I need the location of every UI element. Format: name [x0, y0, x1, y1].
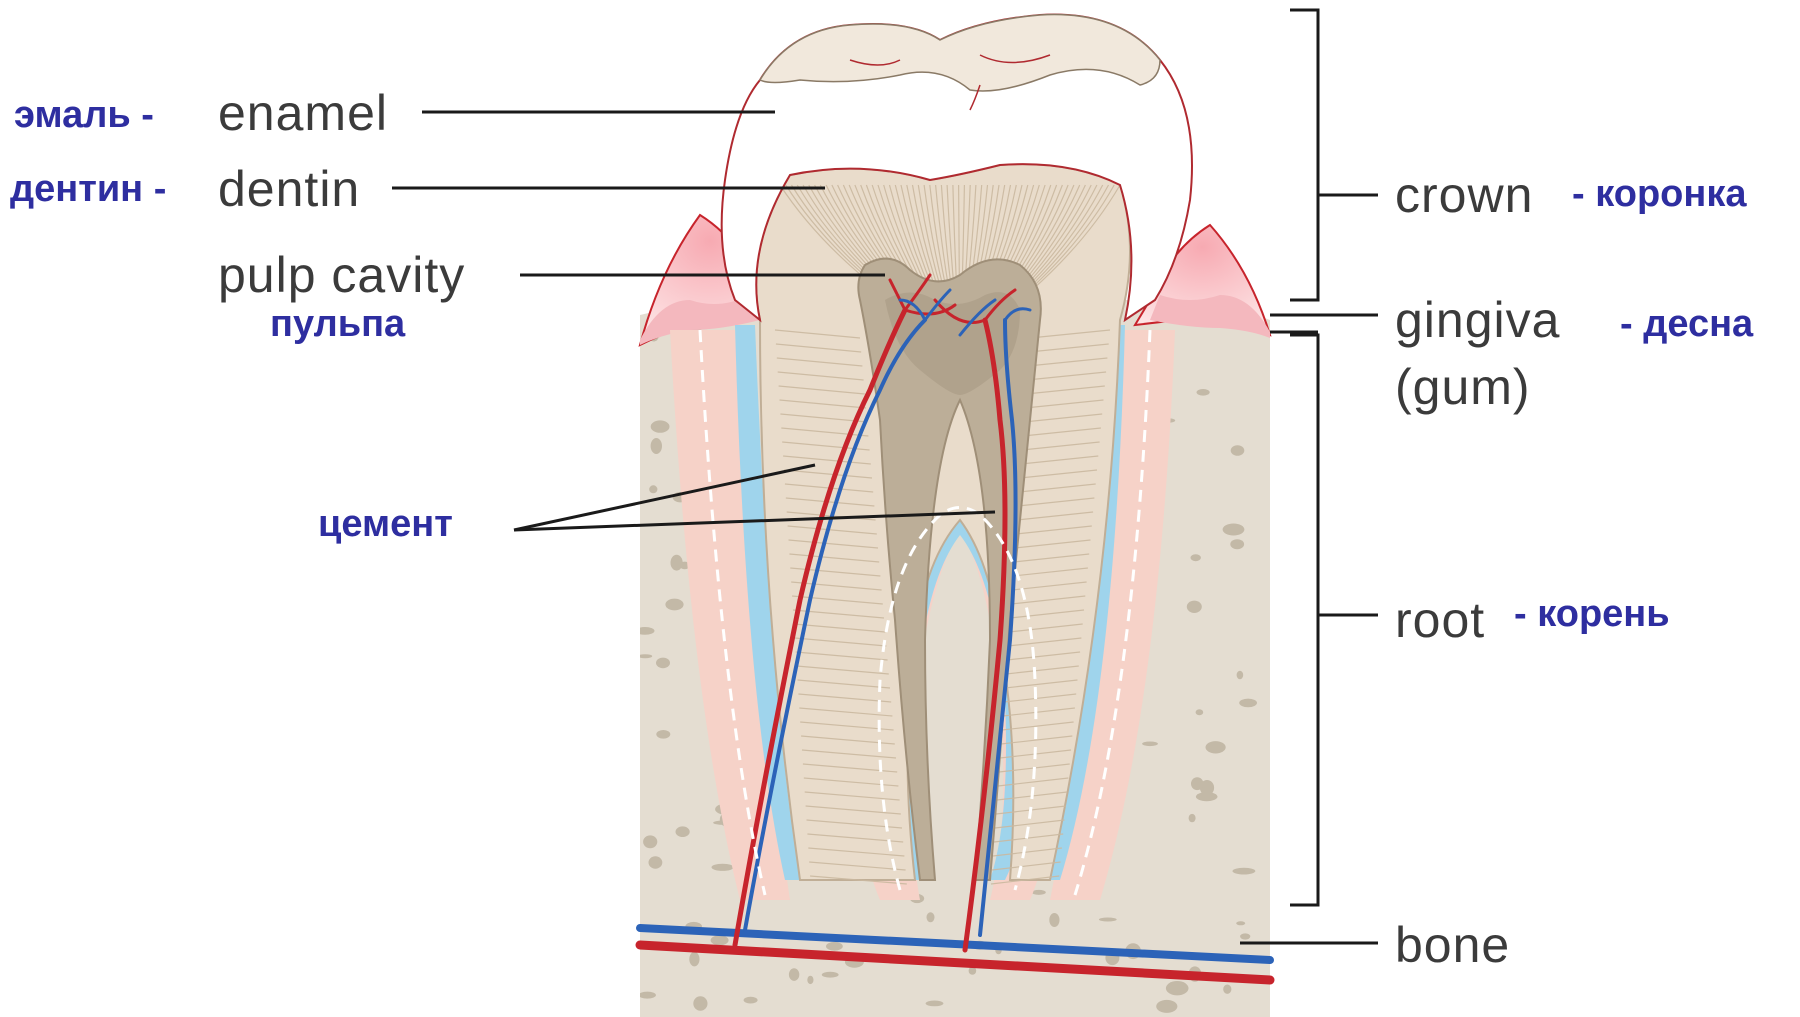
label-root-en: root [1395, 595, 1485, 645]
bone-pore [1237, 671, 1244, 680]
label-crown-ru: - коронка [1572, 175, 1746, 213]
bone-pore [665, 599, 683, 611]
label-gingiva-en: gingiva [1395, 295, 1560, 345]
bone-pore [676, 826, 690, 837]
bone-pore [1196, 709, 1204, 715]
bone-pore [1189, 814, 1196, 822]
bone-pore [1191, 554, 1201, 561]
label-cement-ru: цемент [318, 505, 453, 543]
bone-pore [1191, 777, 1203, 790]
label-root-ru: - корень [1514, 595, 1670, 633]
dentin-tubule [959, 185, 960, 290]
bone-pore [1197, 389, 1210, 396]
bone-pore [1231, 445, 1245, 456]
label-dentin-en: dentin [218, 164, 360, 214]
bone-pore [1223, 524, 1245, 536]
label-gingiva-ru: - десна [1620, 305, 1753, 343]
bone-pore [926, 1001, 944, 1007]
bone-pore [1206, 741, 1226, 753]
bone-pore [1032, 890, 1046, 895]
bone-pore [1233, 868, 1256, 875]
bone-pore [1230, 539, 1244, 549]
bone-pore [1239, 699, 1257, 708]
bone-pore [1236, 921, 1245, 925]
bone-pore [639, 992, 656, 999]
bone-pore [1166, 981, 1189, 995]
bone-pore [789, 968, 799, 981]
bone-pore [656, 730, 670, 739]
bone-pore [712, 864, 734, 871]
bone-pore [651, 438, 662, 454]
label-dentin-ru: дентин - [10, 170, 166, 208]
bone-pore [744, 997, 758, 1004]
bone-pore [638, 654, 652, 658]
label-enamel-en: enamel [218, 88, 388, 138]
bone-pore [1049, 913, 1059, 927]
bone-pore [1240, 933, 1250, 939]
bone-pore [649, 485, 657, 493]
bone-pore [1187, 601, 1202, 613]
label-bone-en: bone [1395, 920, 1510, 970]
bone-pore [643, 835, 657, 848]
bone-pore [693, 996, 707, 1010]
bone-pore [807, 976, 813, 984]
bone-pore [656, 658, 670, 669]
label-crown-en: crown [1395, 170, 1533, 220]
bone-pore [1142, 742, 1158, 747]
bone-pore [822, 972, 839, 978]
bone-pore [826, 942, 843, 951]
bone-pore [711, 935, 729, 945]
bone-pore [651, 420, 670, 432]
label-pulp-ru: пульпа [270, 305, 405, 343]
bone-pore [689, 952, 699, 967]
bone-pore [1223, 985, 1231, 994]
label-gum-en: (gum) [1395, 362, 1531, 412]
label-pulp-en: pulp cavity [218, 250, 465, 300]
bone-pore [1099, 918, 1117, 922]
bone-pore [1156, 1000, 1177, 1013]
bone-pore [671, 555, 683, 571]
bone-pore [636, 627, 655, 635]
bone-pore [1196, 792, 1218, 801]
bone-pore [649, 856, 663, 868]
label-enamel-ru: эмаль - [14, 96, 154, 134]
bone-pore [927, 912, 935, 922]
